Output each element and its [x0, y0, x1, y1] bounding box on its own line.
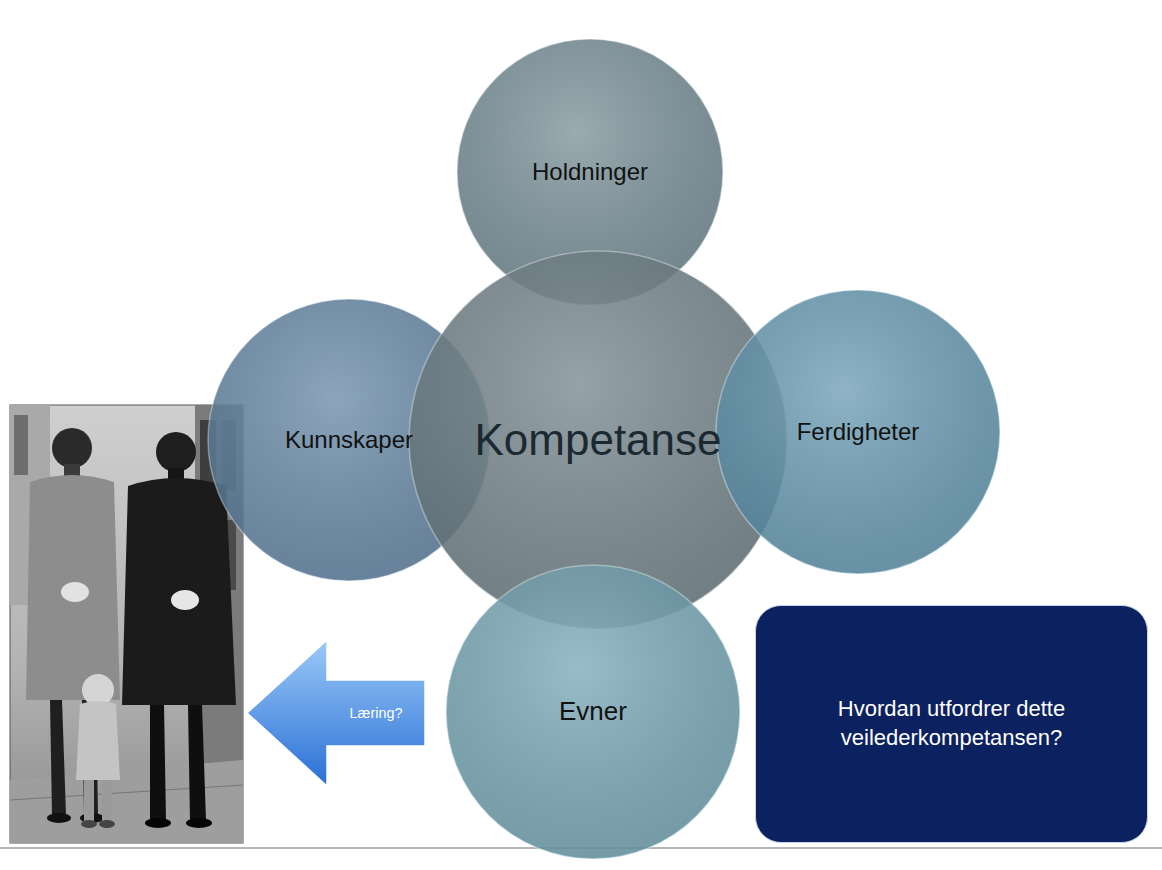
arrow-label: Læring? — [327, 680, 425, 746]
learning-arrow: Læring? — [245, 638, 427, 788]
skills-circle: Ferdigheter — [715, 289, 1001, 575]
question-box: Hvordan utfordrer dette veilederkompetan… — [755, 605, 1148, 843]
abilities-circle: Evner — [445, 564, 741, 860]
photo-illustration — [10, 405, 243, 843]
circle-label: Evner — [559, 695, 627, 729]
circle-label: Kunnskaper — [285, 424, 413, 455]
question-text: Hvordan utfordrer dette veilederkompetan… — [802, 695, 1102, 752]
circle-label: Holdninger — [532, 156, 648, 187]
circle-label: Kompetanse — [474, 411, 721, 468]
circle-label: Ferdigheter — [797, 416, 920, 447]
